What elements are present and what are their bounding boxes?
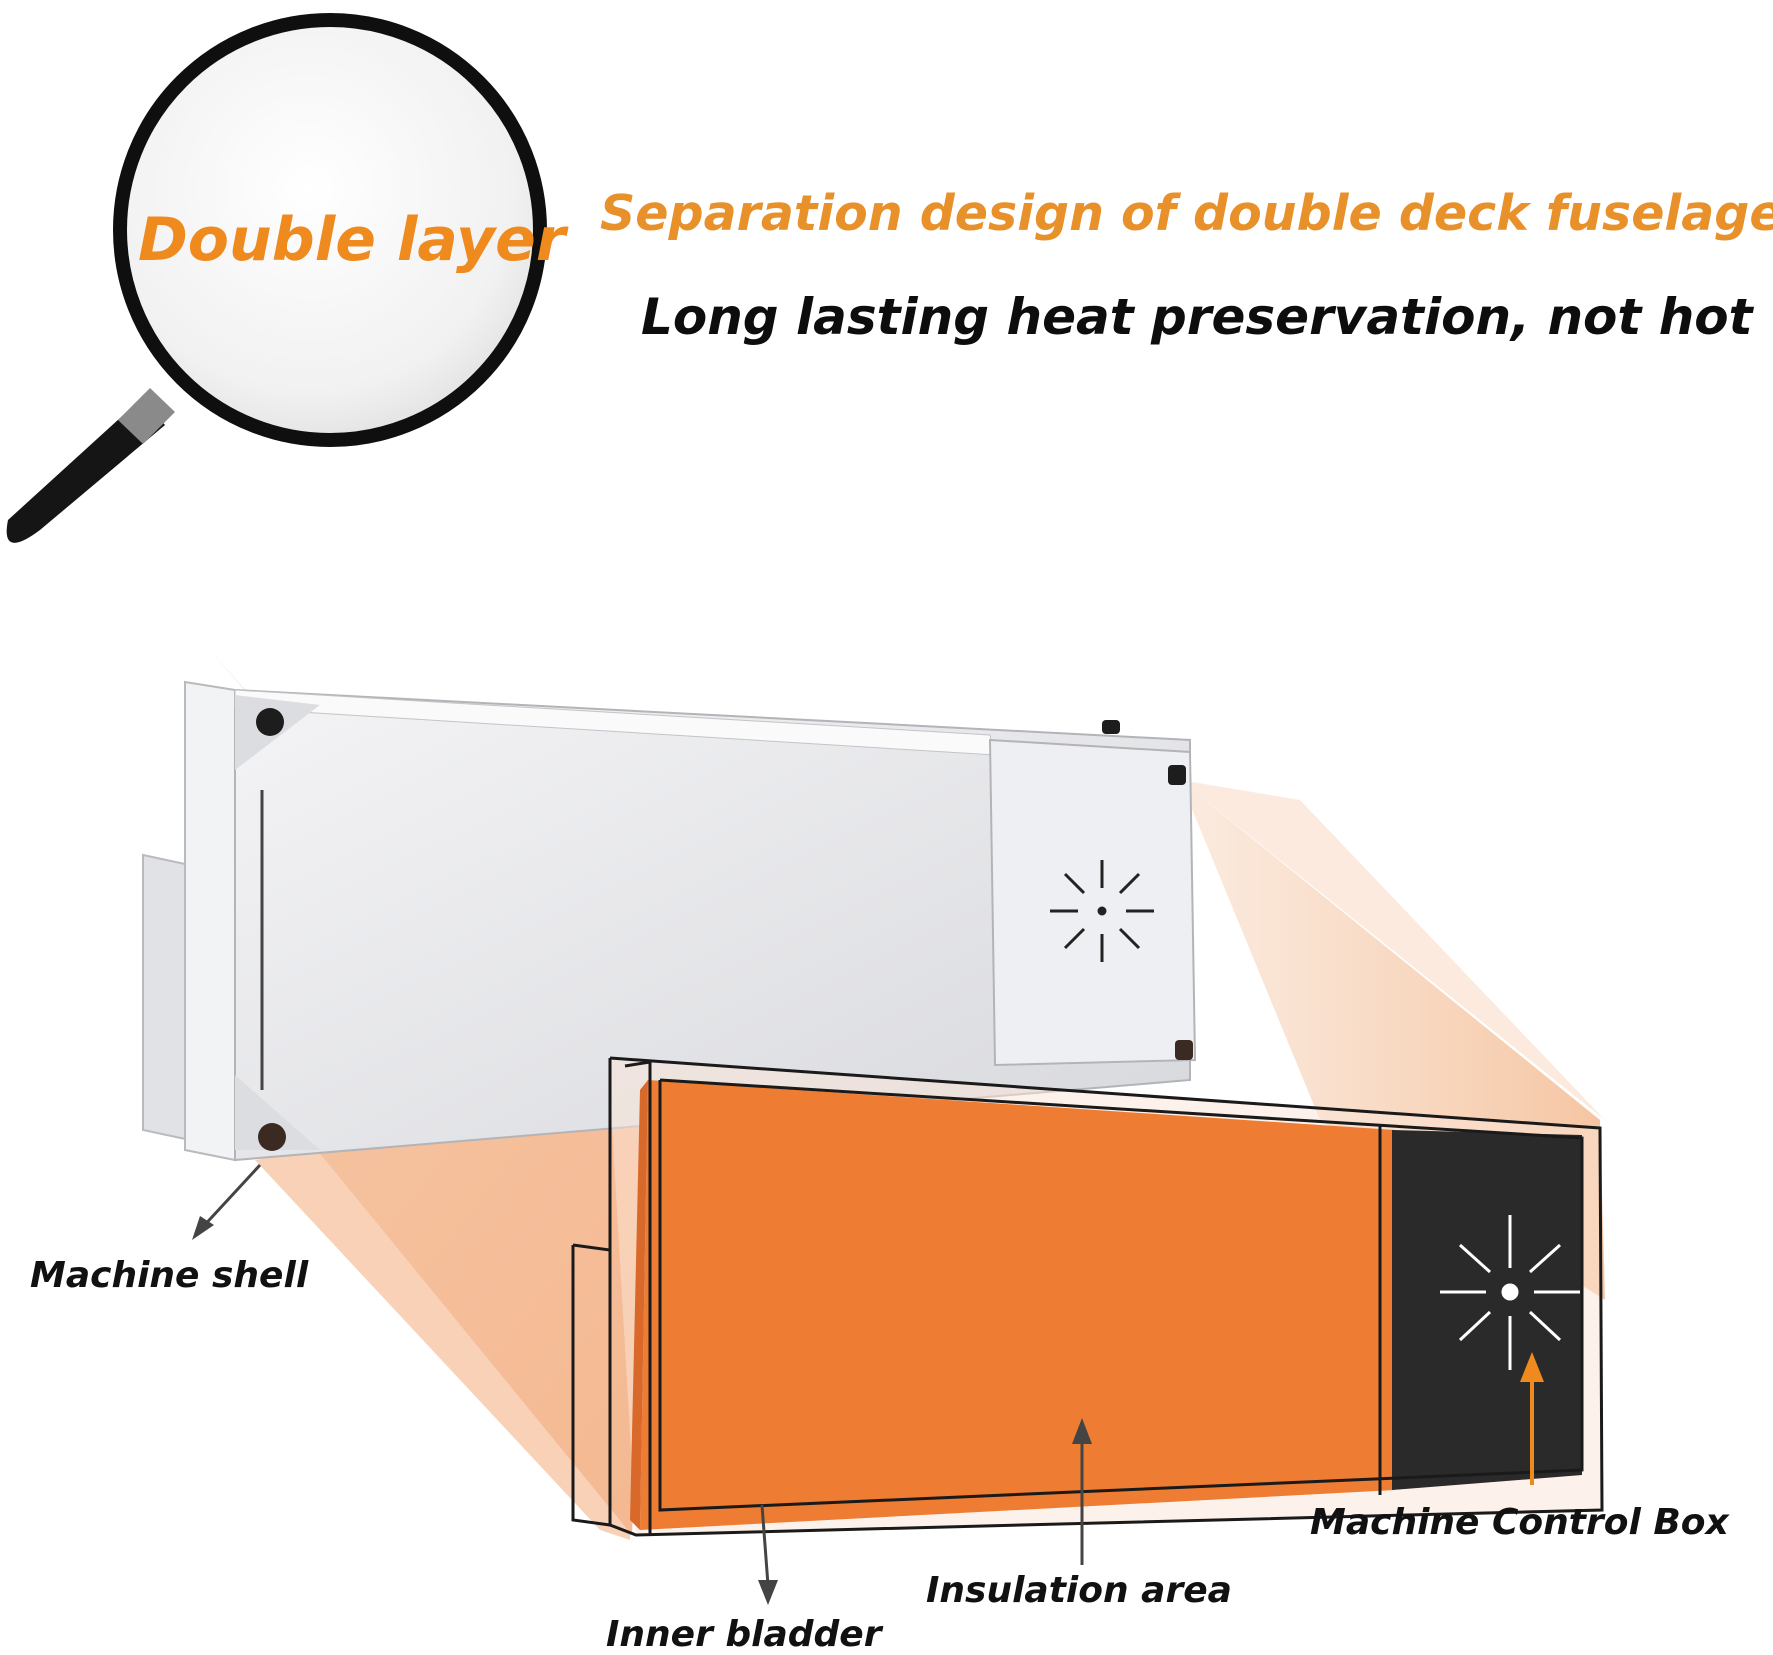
- magnifier-icon: [6, 13, 547, 543]
- label-machine-shell: Machine shell: [30, 1255, 309, 1296]
- label-insulation-area: Insulation area: [926, 1570, 1232, 1611]
- magnifier-label: Double layer: [138, 205, 566, 275]
- headline: Separation design of double deck fuselag…: [600, 185, 1773, 242]
- inner-bladder: [571, 1056, 1604, 1537]
- machine-shell: [142, 680, 1197, 1162]
- label-inner-bladder: Inner bladder: [606, 1614, 882, 1655]
- subheadline: Long lasting heat preservation, not hot: [641, 288, 1753, 346]
- label-control-box: Machine Control Box: [1310, 1502, 1729, 1543]
- vent-icon: [1050, 860, 1154, 962]
- control-vent-icon: [1440, 1215, 1580, 1370]
- label-arrows: [192, 1163, 1544, 1605]
